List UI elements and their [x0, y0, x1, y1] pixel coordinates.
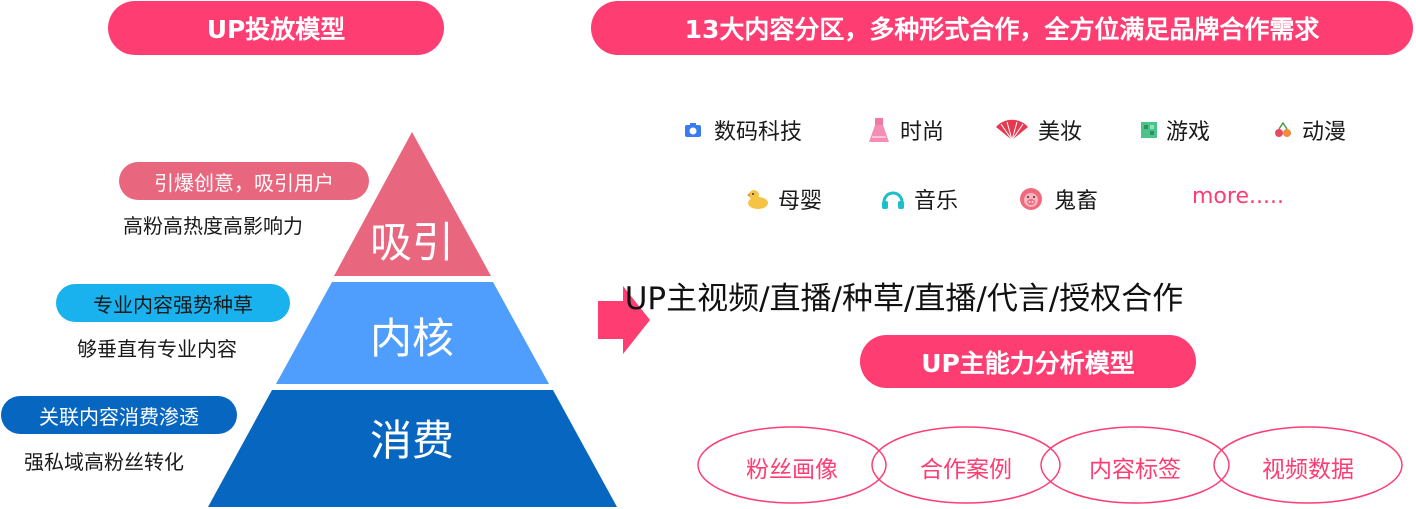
layer-label-consume: 消费 — [369, 416, 454, 465]
category-mother-baby: 母婴 — [744, 183, 822, 215]
category-label: 游戏 — [1166, 120, 1211, 145]
right-title: 13大内容分区，多种形式合作，全方位满足品牌合作需求 — [684, 15, 1320, 44]
game-icon — [1140, 117, 1158, 143]
left-title: UP投放模型 — [206, 15, 346, 44]
category-fashion: 时尚 — [866, 114, 944, 146]
category-label: 母婴 — [778, 189, 823, 214]
category-music: 音乐 — [880, 183, 958, 215]
tag-core: 专业内容强势种草 — [93, 292, 253, 317]
desc-core: 够垂直有专业内容 — [77, 337, 237, 361]
camera-icon — [680, 117, 706, 143]
model-title-pill: UP主能力分析模型 — [860, 335, 1196, 388]
tag-consume: 关联内容消费渗透 — [39, 404, 199, 429]
analysis-item-fan-profile: 粉丝画像 — [746, 457, 838, 483]
cooperation-forms-container: UP主视频/直播/种草/直播/代言/授权合作 — [0, 273, 1416, 318]
model-title: UP主能力分析模型 — [921, 348, 1135, 378]
more-label: more..... — [1192, 184, 1284, 209]
layer-label-core: 内核 — [369, 314, 454, 363]
category-digital-tech: 数码科技 — [680, 114, 802, 146]
category-anime: 动漫 — [1272, 114, 1346, 146]
category-label: 鬼畜 — [1054, 189, 1099, 214]
category-beauty: 美妆 — [994, 114, 1082, 146]
cherries-icon — [1272, 117, 1294, 143]
category-games: 游戏 — [1140, 114, 1210, 146]
category-label: 时尚 — [900, 120, 945, 145]
left-title-pill: UP投放模型 — [108, 1, 444, 55]
category-label: 美妆 — [1038, 120, 1083, 145]
tag-pill-core: 专业内容强势种草 — [56, 284, 290, 322]
layer-label-attract: 吸引 — [369, 218, 454, 267]
dress-icon — [866, 117, 892, 143]
analysis-item-content-tags: 内容标签 — [1089, 457, 1181, 483]
headphones-icon — [880, 186, 906, 212]
tag-pill-consume: 关联内容消费渗透 — [1, 396, 237, 434]
category-label: 音乐 — [914, 189, 959, 214]
analysis-oval-2 — [871, 426, 1061, 504]
analysis-oval-1 — [697, 426, 887, 504]
analysis-item-cases: 合作案例 — [920, 457, 1012, 483]
tag-pill-attract: 引爆创意，吸引用户 — [119, 162, 369, 200]
pyramid-layer-middle — [276, 282, 549, 384]
analysis-oval-3 — [1040, 426, 1230, 504]
fan-icon — [994, 117, 1030, 143]
duck-icon — [744, 186, 770, 212]
tag-attract: 引爆创意，吸引用户 — [154, 170, 334, 195]
desc-attract: 高粉高热度高影响力 — [123, 214, 303, 238]
category-kichiku: 鬼畜 — [1016, 183, 1098, 215]
right-title-pill: 13大内容分区，多种形式合作，全方位满足品牌合作需求 — [591, 1, 1413, 55]
analysis-oval-4 — [1213, 426, 1403, 504]
pyramid-layer-bottom — [208, 390, 617, 507]
category-label: 动漫 — [1302, 120, 1347, 145]
pig-face-icon — [1016, 186, 1046, 212]
right-arrow-icon — [598, 286, 650, 354]
category-label: 数码科技 — [714, 120, 803, 145]
cooperation-forms: UP主视频/直播/种草/直播/代言/授权合作 — [624, 281, 1184, 317]
analysis-item-video-data: 视频数据 — [1262, 457, 1354, 483]
pyramid-layer-top — [334, 132, 491, 276]
desc-consume: 强私域高粉丝转化 — [24, 450, 184, 474]
